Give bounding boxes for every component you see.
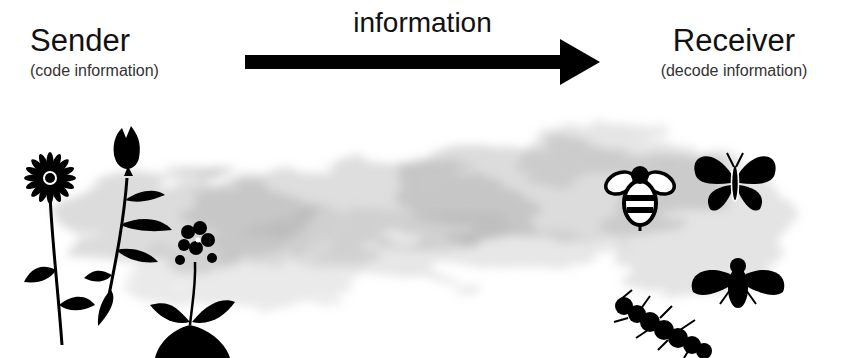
edge-label: information: [353, 6, 492, 40]
butterfly-wing: [738, 185, 762, 211]
butterfly-body: [732, 165, 739, 201]
caterpillar-icon: [614, 290, 712, 358]
leaf-cluster: [150, 300, 235, 358]
leaf: [24, 267, 56, 283]
node-subtitle: (decode information): [600, 60, 868, 82]
antenna: [727, 153, 743, 167]
smoke-cloud: [50, 125, 790, 305]
floret: [193, 221, 207, 235]
floret: [196, 238, 201, 243]
leaf: [155, 325, 230, 358]
flower-stem: [108, 178, 127, 300]
bell-flower: [84, 126, 172, 326]
node-title: Receiver: [600, 22, 868, 60]
bee-head: [631, 166, 649, 184]
fly-head: [730, 258, 746, 274]
text-node: Receiver(decode information): [600, 22, 868, 82]
floret: [207, 253, 217, 263]
bee-body: [624, 181, 656, 225]
bee-stripe: [627, 207, 653, 213]
daisy-head: [24, 152, 76, 204]
node-subtitle: (code information): [30, 60, 245, 82]
smoke-wisp: [510, 125, 690, 175]
floret: [178, 239, 190, 251]
bell-bloom: [114, 126, 140, 169]
node-title: Sender: [30, 22, 245, 60]
butterfly-wing: [738, 156, 776, 184]
leaf: [59, 297, 95, 311]
flow-arrow: [245, 39, 600, 85]
flower-center: [45, 173, 55, 183]
floret: [181, 225, 195, 239]
leaf: [125, 191, 165, 202]
floret: [189, 241, 203, 255]
fly-legs: [718, 282, 758, 304]
bee-sting: [639, 225, 642, 231]
leaf: [116, 249, 158, 263]
bee-icon: [602, 166, 678, 231]
leaf: [120, 219, 172, 231]
floret: [175, 255, 185, 265]
text-node: Sender(code information): [30, 22, 245, 82]
bee-stripe: [625, 195, 655, 201]
butterfly-wing: [708, 185, 732, 211]
leaf: [192, 300, 235, 323]
sepal: [124, 166, 133, 176]
flower-center: [43, 171, 57, 185]
floret: [201, 233, 215, 247]
caterpillar-segment: [696, 343, 712, 358]
fly-icon: [692, 258, 785, 308]
leaf: [98, 290, 113, 326]
arrow-shaft: [245, 55, 560, 69]
leaf: [84, 271, 112, 282]
smoke-wisp: [130, 235, 370, 305]
arrow-head: [560, 39, 600, 85]
daisy-flower: [24, 152, 95, 345]
caterpillar-hair: [614, 290, 695, 358]
butterfly-wing: [694, 156, 732, 184]
butterfly-icon: [694, 153, 775, 211]
flower-stem: [190, 262, 195, 325]
leaf: [150, 303, 190, 323]
